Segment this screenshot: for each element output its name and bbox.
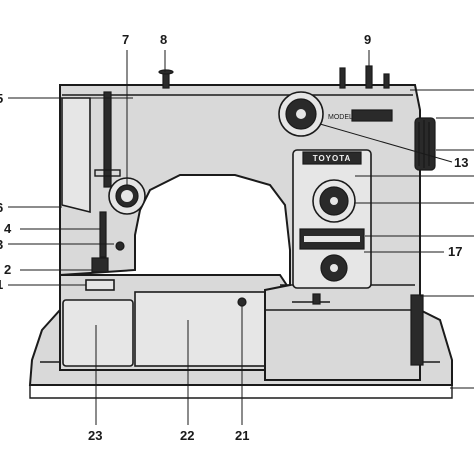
right-side-panel: [410, 294, 424, 366]
hand-wheel[interactable]: [414, 117, 436, 171]
callout-17: 17: [364, 244, 462, 259]
callout-4: 4: [4, 221, 100, 236]
callout-17-label: 17: [448, 244, 462, 259]
callout-13-label: 13: [454, 155, 468, 170]
callout-1: 1: [0, 277, 86, 292]
callout-3-label: 3: [0, 237, 3, 252]
thread-take-up-lever: [94, 91, 121, 188]
callout-6-label: 6: [0, 200, 3, 215]
callout-7: 7: [122, 32, 129, 185]
brand-label: TOYOTA: [313, 154, 352, 163]
callout-2: 2: [4, 262, 92, 277]
callout-22-label: 22: [180, 428, 194, 443]
needle-assembly: [85, 211, 125, 291]
callout-21-label: 21: [235, 428, 249, 443]
reverse-lever[interactable]: [292, 293, 330, 305]
callout-5-partial: 5: [0, 91, 133, 106]
model-plate: MODEL: [328, 109, 393, 122]
callout-1-label: 1: [0, 277, 3, 292]
callout-4-label: 4: [4, 221, 12, 236]
thread-tension-dial[interactable]: [108, 177, 146, 215]
callout-8: 8: [160, 32, 167, 72]
callout-6-partial: 6: [0, 200, 62, 215]
spool-pins: [158, 65, 390, 89]
callout-23: 23: [88, 325, 102, 443]
control-panel: TOYOTA: [292, 149, 372, 289]
callout-right-leaders: [355, 89, 474, 389]
callout-9: 9: [364, 32, 371, 66]
callout-13: 13: [319, 123, 468, 170]
callout-9-label: 9: [364, 32, 371, 47]
callout-7-label: 7: [122, 32, 129, 47]
callout-2-label: 2: [4, 262, 11, 277]
callout-21: 21: [235, 306, 249, 443]
stitch-selector-dial[interactable]: [278, 91, 324, 137]
model-label: MODEL: [328, 114, 353, 121]
callout-8-label: 8: [160, 32, 167, 47]
callout-22: 22: [180, 320, 194, 443]
callout-3-partial: 3: [0, 237, 114, 252]
callout-5-label: 5: [0, 91, 3, 106]
callout-23-label: 23: [88, 428, 102, 443]
